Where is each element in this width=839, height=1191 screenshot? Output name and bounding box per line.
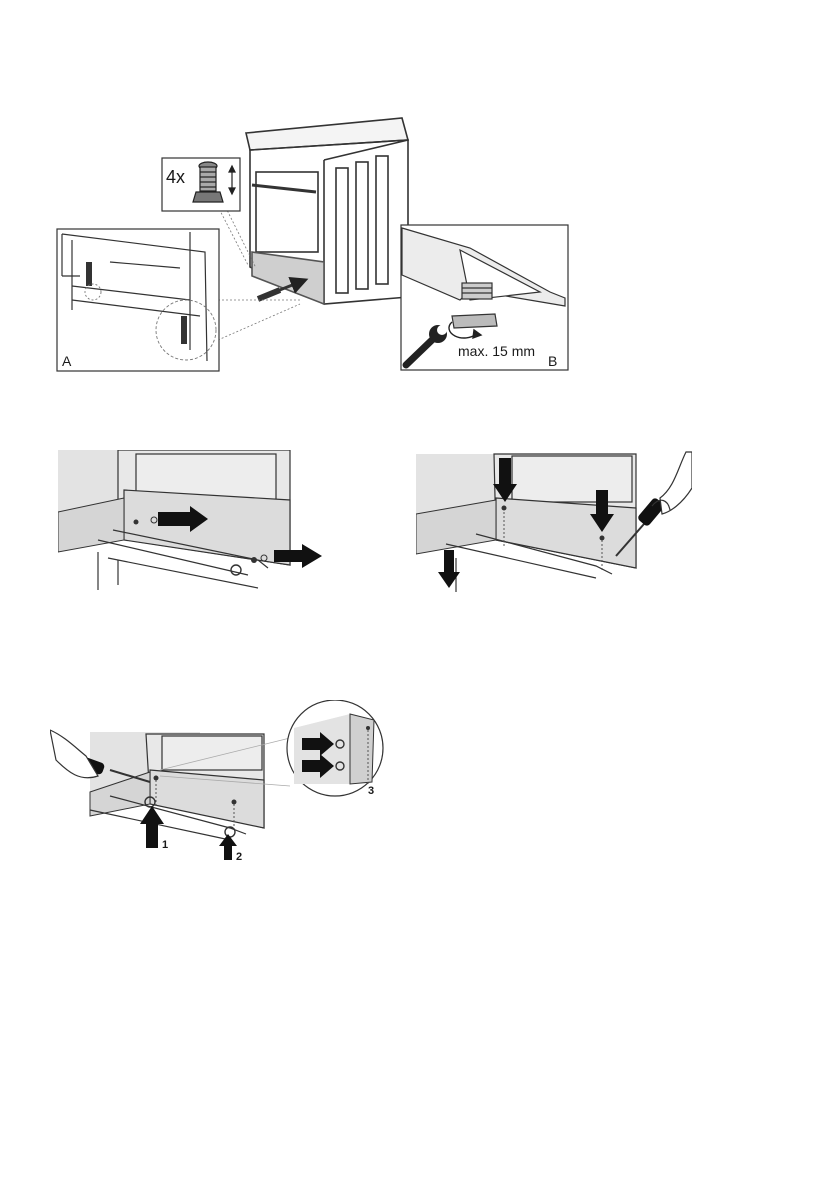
- max-adjust-label: max. 15 mm: [458, 343, 535, 359]
- figure-plinth-screws: [416, 448, 692, 592]
- inset-b: max. 15 mm B: [401, 225, 568, 370]
- appliance-illustration: [246, 118, 408, 304]
- push-down-arrow-icon: [438, 550, 460, 588]
- step-2-label: 2: [236, 851, 242, 863]
- figure-plinth-reinstall: 1 2 3: [50, 700, 390, 870]
- step-1-label: 1: [162, 839, 168, 851]
- inset-a-label: A: [62, 353, 72, 369]
- inset-a: A: [57, 229, 219, 371]
- inset-foot-quantity: 4x: [162, 158, 240, 211]
- inset-b-label: B: [548, 353, 557, 369]
- push-up-arrow-icon: [140, 806, 164, 848]
- inset-screw-holes: [287, 700, 383, 796]
- step-3-label: 3: [368, 785, 374, 797]
- figure-feet-adjustment: 4x A: [0, 0, 839, 390]
- quantity-label: 4x: [166, 167, 185, 187]
- figure-plinth-removal: [58, 450, 330, 590]
